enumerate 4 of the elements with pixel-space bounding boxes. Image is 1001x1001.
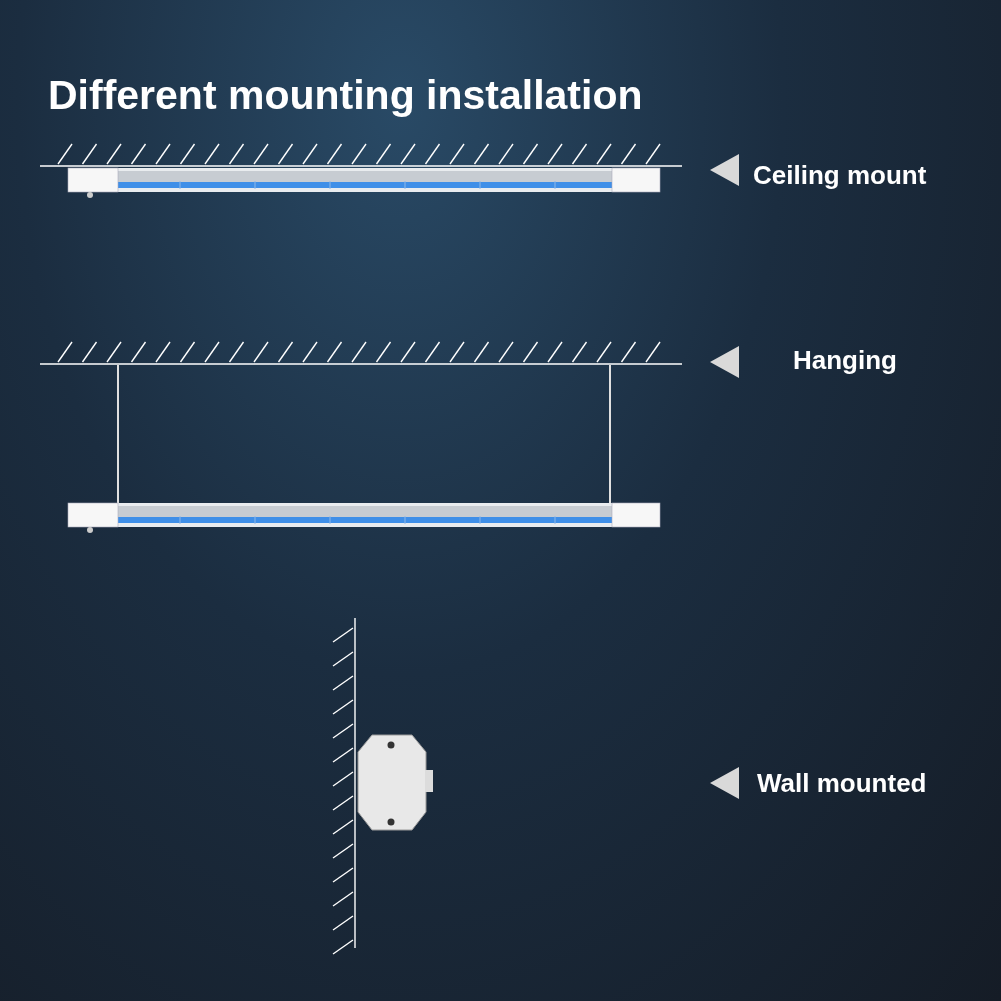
mount-label: Hanging xyxy=(793,345,897,376)
mount-label: Ceiling mount xyxy=(753,160,927,191)
mount-label: Wall mounted xyxy=(757,768,927,799)
title: Different mounting installation xyxy=(48,72,643,119)
